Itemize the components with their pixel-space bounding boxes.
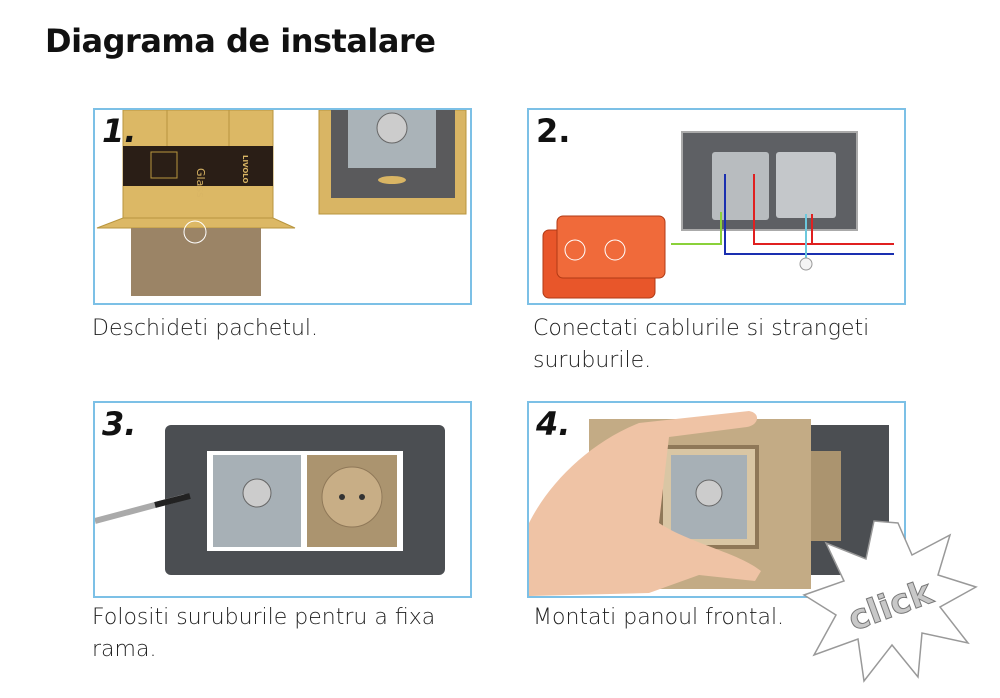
electrical-box xyxy=(542,215,666,299)
step-4-caption: Montati panoul frontal. xyxy=(533,605,785,630)
wiring-illustration xyxy=(542,131,894,299)
step-number: 4. xyxy=(536,405,571,443)
front-panel-illustration xyxy=(529,411,889,596)
step-1-illustration: 1. Glass LIVOLO xyxy=(93,108,472,305)
click-badge: click xyxy=(802,520,978,683)
step-number: 2. xyxy=(536,112,571,150)
step-2-illustration: 2. xyxy=(527,108,906,305)
step-3-illustration: 3. xyxy=(93,401,472,598)
step-number: 1. xyxy=(102,112,137,150)
step-2-caption: Conectati cablurile si strangeti surubur… xyxy=(533,316,870,373)
package-brand: LIVOLO xyxy=(241,155,249,184)
step-4-illustration: 4. xyxy=(527,401,906,598)
step-number: 3. xyxy=(102,405,137,443)
step-1-caption: Deschideti pachetul. xyxy=(92,316,319,341)
package-label: Glass xyxy=(194,168,207,198)
mounting-frame-illustration xyxy=(95,425,445,575)
step-3-caption: Folositi suruburile pentru a fixa rama. xyxy=(92,605,436,662)
page-title: Diagrama de instalare xyxy=(45,22,436,60)
open-package-illustration: Glass LIVOLO xyxy=(96,110,467,296)
